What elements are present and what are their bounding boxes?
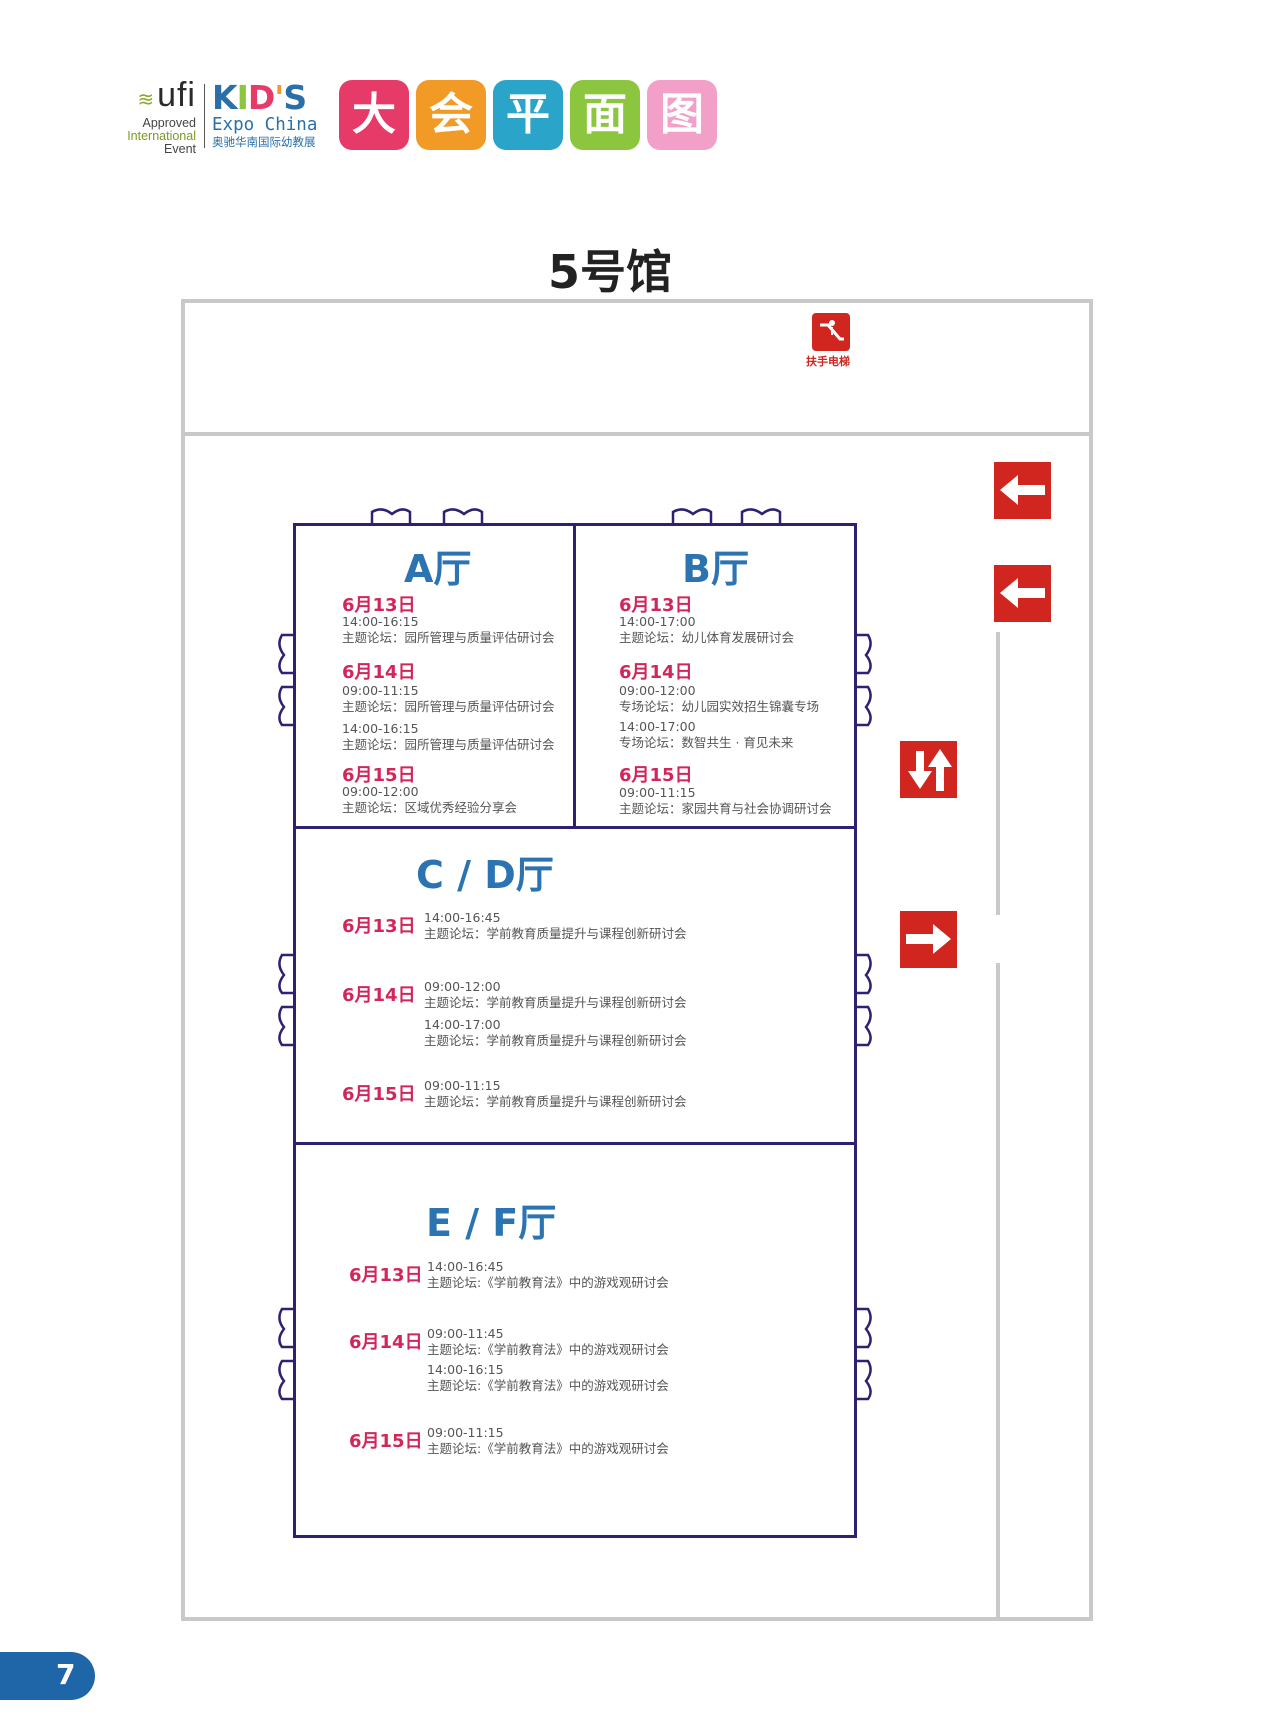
room-ef-day1-time: 14:00-16:45 xyxy=(427,1259,504,1274)
room-divider-ab xyxy=(573,523,576,826)
corridor-wall xyxy=(996,632,1000,915)
title-tile: 图 xyxy=(647,80,717,150)
room-divider-cd xyxy=(293,826,857,829)
title-tile: 大 xyxy=(339,80,409,150)
title-tile: 平 xyxy=(493,80,563,150)
room-b-day1-topic: 主题论坛：幼儿体育发展研讨会 xyxy=(619,630,795,645)
room-cd-day2-topic2: 主题论坛：学前教育质量提升与课程创新研讨会 xyxy=(424,1033,687,1048)
page-number: 7 xyxy=(56,1658,76,1691)
room-b-day3-date: 6月15日 xyxy=(619,765,693,786)
hall-outline xyxy=(181,299,1093,1621)
ufi-line3: Event xyxy=(164,142,196,156)
ufi-logo: ≋ufi Approved International Event xyxy=(100,78,196,156)
room-ef-day2-time2: 14:00-16:15 xyxy=(427,1362,504,1377)
room-b-day1-date: 6月13日 xyxy=(619,595,693,616)
hall-top-band-divider xyxy=(181,432,1093,436)
room-ef-day3-time: 09:00-11:15 xyxy=(427,1425,504,1440)
room-cd-day2-time2: 14:00-17:00 xyxy=(424,1017,501,1032)
room-b-title: B厅 xyxy=(682,547,749,591)
arrow-left-icon xyxy=(994,565,1051,622)
room-a-day2-topic2: 主题论坛：园所管理与质量评估研讨会 xyxy=(342,737,555,752)
room-ef-day2-topic2: 主题论坛:《学前教育法》中的游戏观研讨会 xyxy=(427,1378,669,1393)
room-a-day2-date: 6月14日 xyxy=(342,662,416,683)
ufi-line1: Approved xyxy=(142,116,196,130)
room-cd-day2-time1: 09:00-12:00 xyxy=(424,979,501,994)
page-number-tab xyxy=(0,1652,95,1700)
kids-expo-logo: KID'S Expo China 奥驰华南国际幼教展 xyxy=(212,80,330,152)
room-cd-day3-time: 09:00-11:15 xyxy=(424,1078,501,1093)
room-b-day2-topic1: 专场论坛：幼儿园实效招生锦囊专场 xyxy=(619,699,820,714)
room-ef-day2-topic1: 主题论坛:《学前教育法》中的游戏观研讨会 xyxy=(427,1342,669,1357)
ufi-word: ufi xyxy=(157,76,196,114)
arrow-left-icon xyxy=(994,462,1051,519)
room-cd-day2-topic1: 主题论坛：学前教育质量提升与课程创新研讨会 xyxy=(424,995,687,1010)
escalator-icon xyxy=(812,313,850,351)
kids-logo-main: KID'S xyxy=(212,78,307,117)
room-cd-day1-date: 6月13日 xyxy=(342,916,416,937)
room-b-day2-topic2: 专场论坛：数智共生 · 育见未来 xyxy=(619,735,794,750)
room-a-day1-date: 6月13日 xyxy=(342,595,416,616)
hall-title: 5号馆 xyxy=(547,245,672,299)
room-a-day3-time: 09:00-12:00 xyxy=(342,784,419,799)
room-cd-day1-topic: 主题论坛：学前教育质量提升与课程创新研讨会 xyxy=(424,926,687,941)
room-ef-day2-date: 6月14日 xyxy=(349,1332,423,1353)
room-ef-title: E / F厅 xyxy=(426,1201,557,1245)
room-cd-day3-topic: 主题论坛：学前教育质量提升与课程创新研讨会 xyxy=(424,1094,687,1109)
room-ef-day1-topic: 主题论坛:《学前教育法》中的游戏观研讨会 xyxy=(427,1275,669,1290)
room-a-day3-topic: 主题论坛：区域优秀经验分享会 xyxy=(342,800,518,815)
room-cd-day3-date: 6月15日 xyxy=(342,1084,416,1105)
room-ef-day1-date: 6月13日 xyxy=(349,1265,423,1286)
title-tile: 面 xyxy=(570,80,640,150)
title-tile: 会 xyxy=(416,80,486,150)
logo-divider xyxy=(204,84,205,148)
room-a-day2-time2: 14:00-16:15 xyxy=(342,721,419,736)
escalator-label: 扶手电梯 xyxy=(806,355,850,368)
room-cd-day1-time: 14:00-16:45 xyxy=(424,910,501,925)
room-divider-ef xyxy=(293,1142,857,1145)
room-b-day2-time1: 09:00-12:00 xyxy=(619,683,696,698)
kids-logo-expo: Expo China xyxy=(212,115,318,135)
room-b-day1-time: 14:00-17:00 xyxy=(619,614,696,629)
room-ef-day3-date: 6月15日 xyxy=(349,1431,423,1452)
room-b-day3-topic: 主题论坛：家园共育与社会协调研讨会 xyxy=(619,801,832,816)
corridor-wall xyxy=(996,963,1000,1621)
room-a-day2-time1: 09:00-11:15 xyxy=(342,683,419,698)
room-a-day2-topic1: 主题论坛：园所管理与质量评估研讨会 xyxy=(342,699,555,714)
room-b-day2-time2: 14:00-17:00 xyxy=(619,719,696,734)
ufi-swoosh-icon: ≋ xyxy=(137,89,156,111)
room-a-day1-topic: 主题论坛：园所管理与质量评估研讨会 xyxy=(342,630,555,645)
ufi-line2: International xyxy=(127,129,196,143)
room-a-day1-time: 14:00-16:15 xyxy=(342,614,419,629)
room-cd-title: C / D厅 xyxy=(416,853,554,897)
room-ef-day3-topic: 主题论坛:《学前教育法》中的游戏观研讨会 xyxy=(427,1441,669,1456)
room-cd-day2-date: 6月14日 xyxy=(342,985,416,1006)
room-a-day3-date: 6月15日 xyxy=(342,765,416,786)
room-b-day3-time: 09:00-11:15 xyxy=(619,785,696,800)
arrow-right-icon xyxy=(900,911,957,968)
up-down-arrows-icon xyxy=(900,741,957,798)
room-b-day2-date: 6月14日 xyxy=(619,662,693,683)
kids-logo-cn: 奥驰华南国际幼教展 xyxy=(212,135,316,149)
room-ef-day2-time1: 09:00-11:45 xyxy=(427,1326,504,1341)
room-a-title: A厅 xyxy=(404,547,472,591)
